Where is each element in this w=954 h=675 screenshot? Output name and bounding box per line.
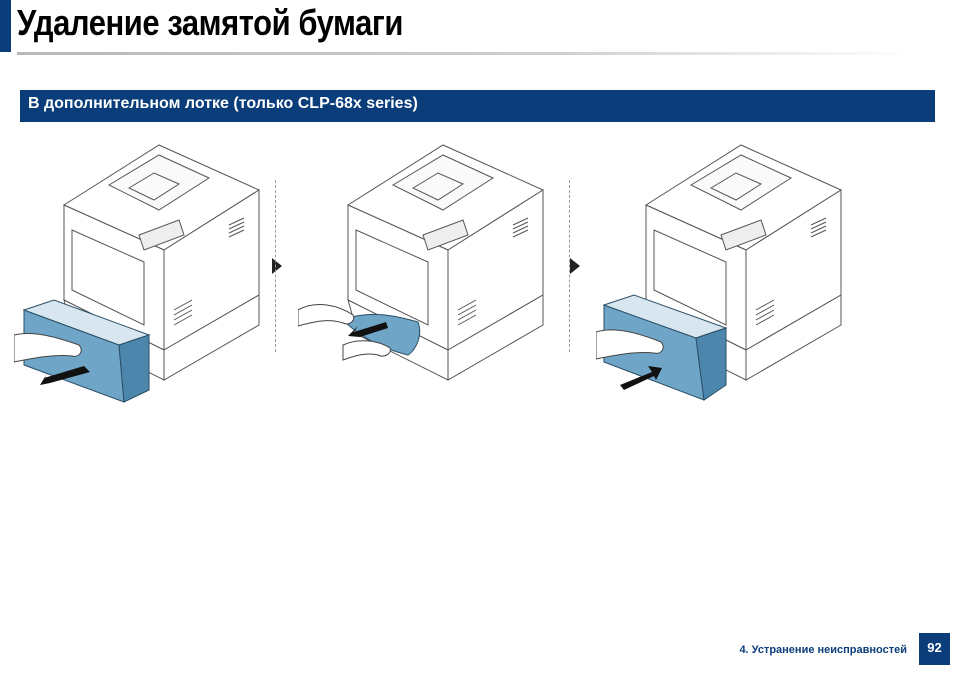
illustration-step-2-remove-paper	[298, 140, 548, 410]
push-arrow-icon	[620, 366, 662, 390]
remove-arrow-icon	[348, 322, 388, 337]
section-heading-banner: В дополнительном лотке (только CLP-68x s…	[20, 90, 935, 122]
page-number: 92	[919, 633, 950, 665]
step-arrow-icon	[570, 258, 580, 279]
section-heading: В дополнительном лотке (только CLP-68x s…	[28, 95, 418, 112]
step-divider-1	[275, 180, 276, 352]
header-accent-bar	[0, 0, 11, 52]
printer-pull-tray-drawing	[14, 144, 261, 403]
footer-chapter-label: 4. Устранение неисправностей	[739, 644, 907, 656]
title-underline	[17, 52, 917, 55]
step-divider-2	[569, 180, 570, 352]
step-arrow-icon	[272, 258, 282, 279]
illustration-step-1-pull-tray	[14, 140, 264, 410]
pull-arrow-icon	[40, 366, 90, 385]
page-title: Удаление замятой бумаги	[17, 2, 403, 43]
printer-insert-tray-drawing	[596, 144, 843, 401]
illustration-step-3-insert-tray	[596, 140, 846, 410]
printer-remove-paper-drawing	[298, 144, 545, 381]
